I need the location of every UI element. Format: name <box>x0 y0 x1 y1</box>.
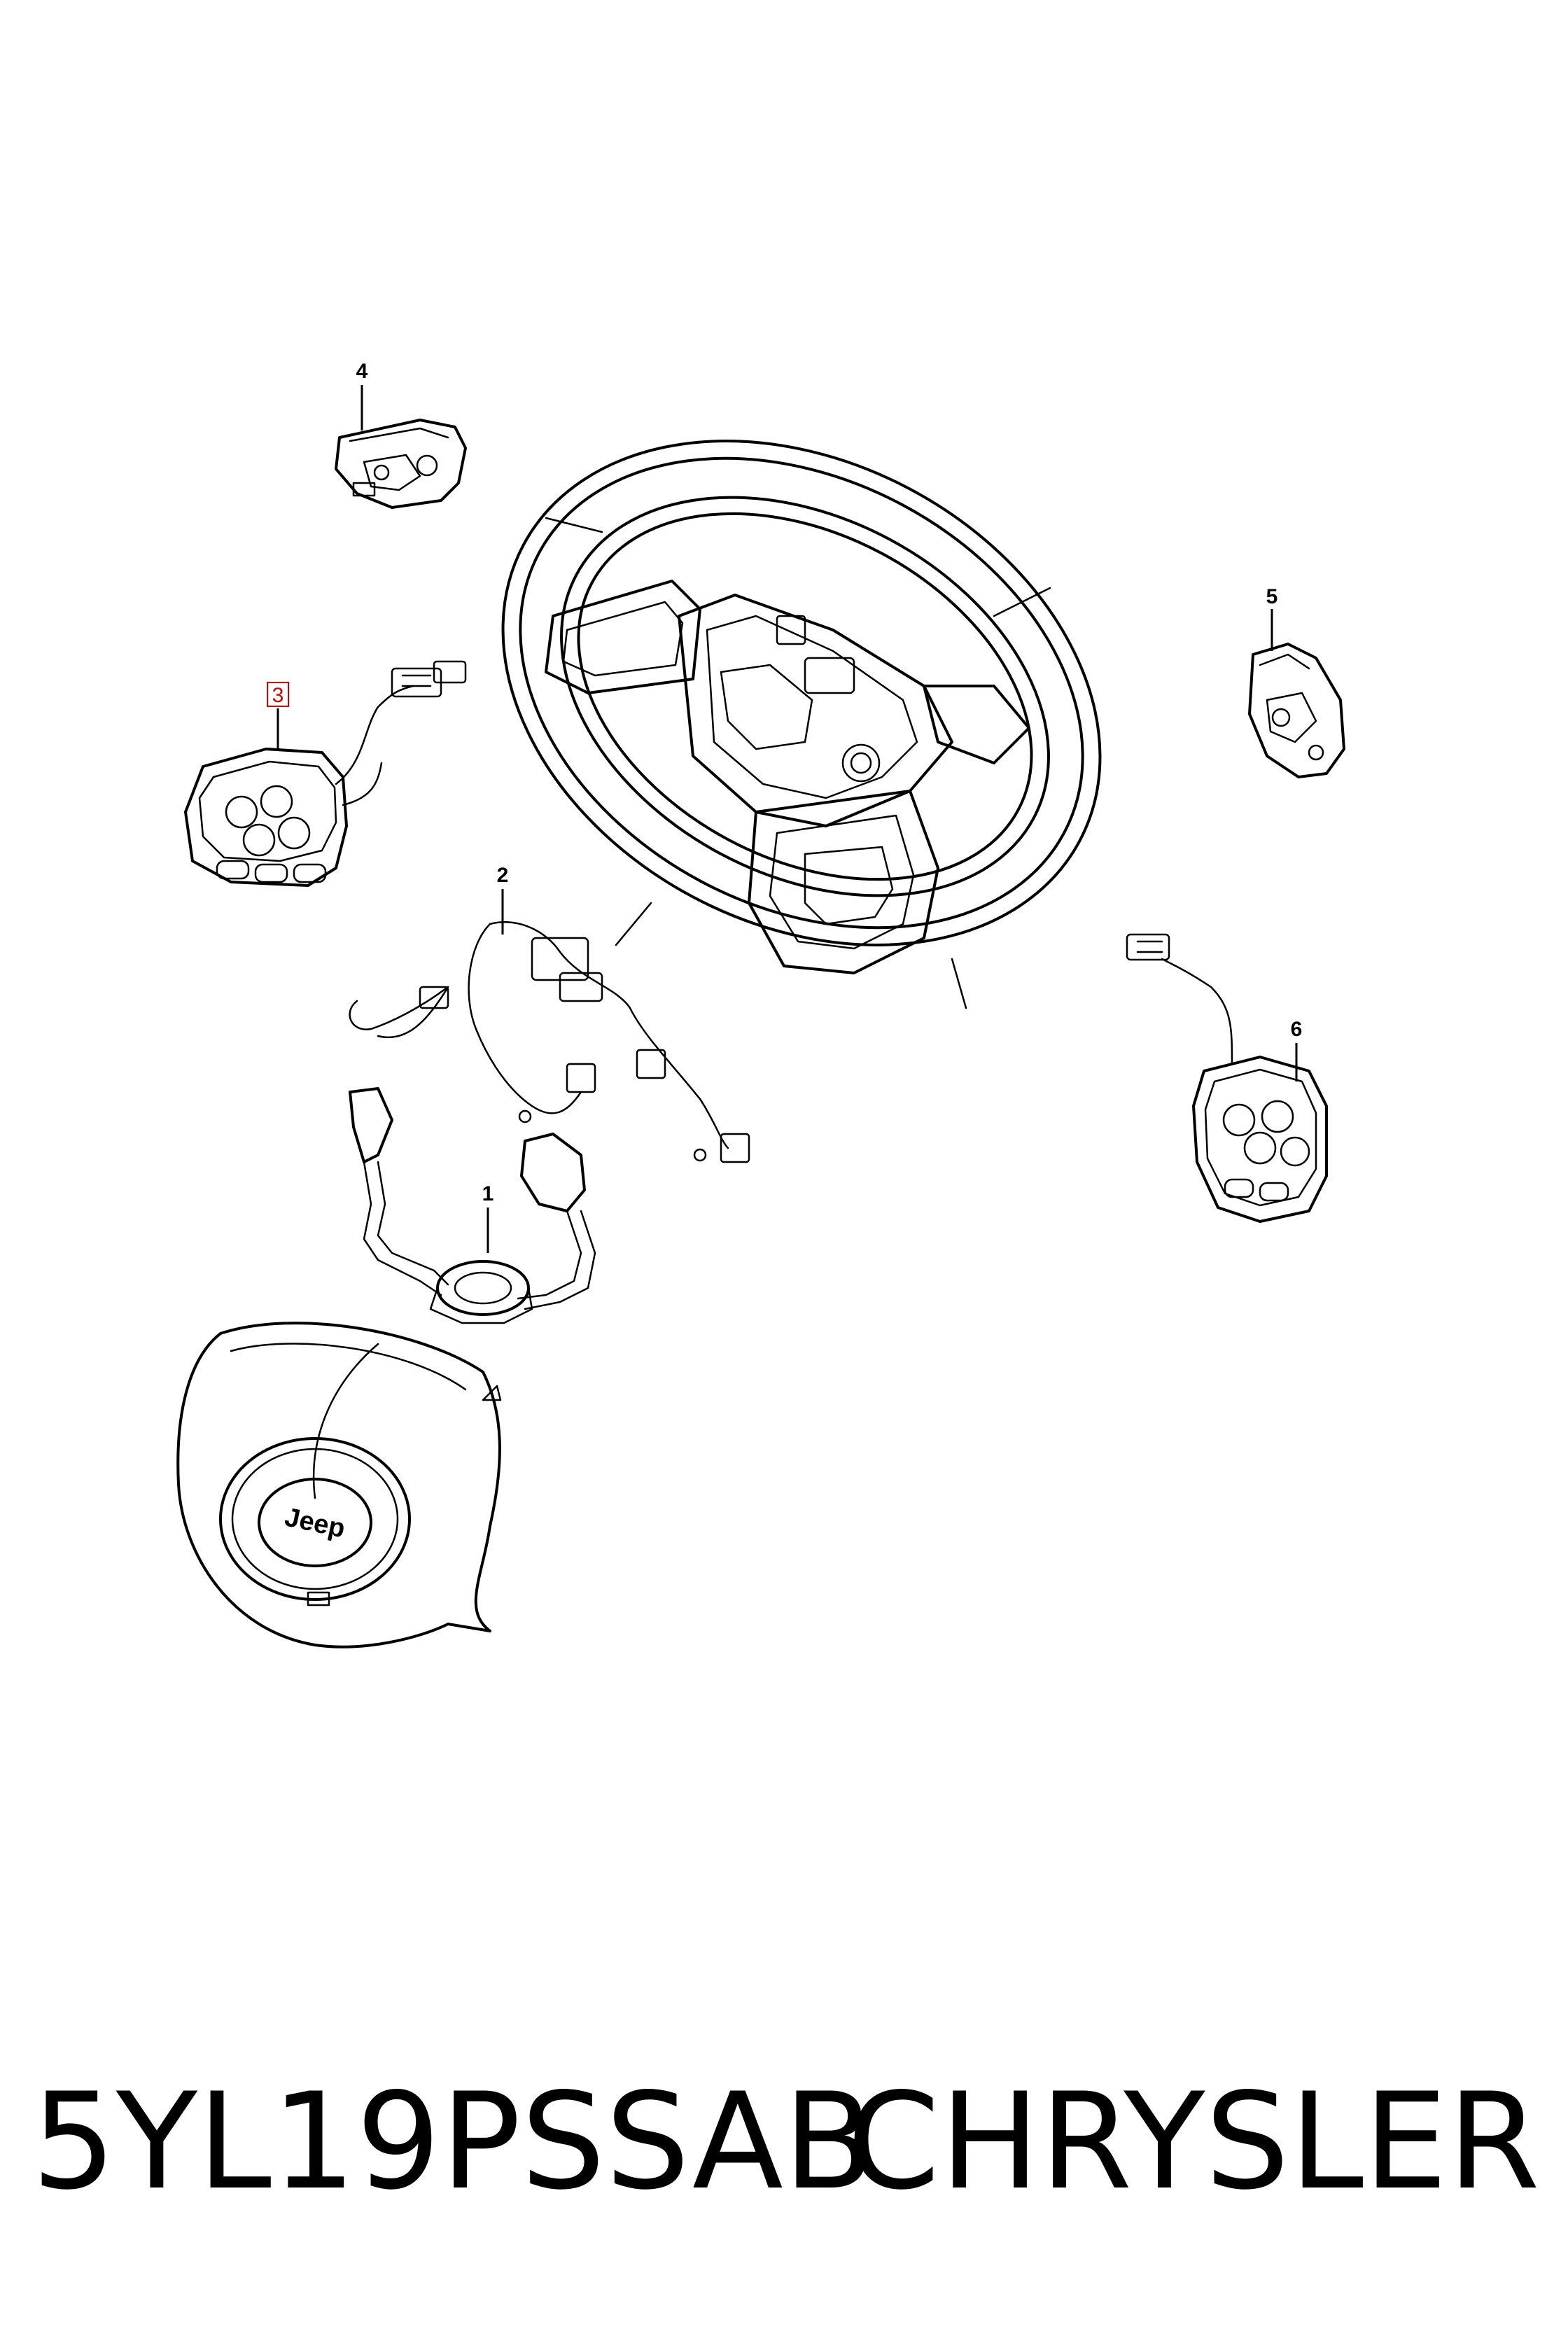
svg-text:2: 2 <box>497 864 509 887</box>
clockspring-harness-1 <box>349 1087 596 1324</box>
steering-wheel <box>501 440 1102 1009</box>
svg-text:6: 6 <box>1291 1018 1303 1041</box>
svg-text:1: 1 <box>482 1182 494 1205</box>
switch-bezel-3 <box>184 660 467 887</box>
wiring-harness-2 <box>349 921 750 1163</box>
callout-6: 6 <box>1291 1018 1303 1082</box>
switch-module-5 <box>1248 643 1345 778</box>
switch-bezel-6 <box>1126 933 1328 1223</box>
callout-5: 5 <box>1266 585 1278 651</box>
switch-module-4 <box>335 419 467 509</box>
svg-text:5: 5 <box>1266 585 1278 608</box>
callout-3: 3 <box>267 682 289 749</box>
part-number: 5YL19PSSAB <box>31 2064 875 2219</box>
footer-caption: 5YL19PSSAB CHRYSLER <box>0 2065 1568 2219</box>
svg-text:3: 3 <box>272 684 284 707</box>
svg-text:4: 4 <box>356 360 368 383</box>
airbag-logo-text: Jeep <box>282 1502 347 1544</box>
callout-2: 2 <box>497 864 509 934</box>
brand-name: CHRYSLER <box>847 2064 1540 2219</box>
driver-airbag: Jeep <box>176 1322 502 1648</box>
callout-1: 1 <box>482 1182 494 1253</box>
callout-4: 4 <box>356 360 368 430</box>
